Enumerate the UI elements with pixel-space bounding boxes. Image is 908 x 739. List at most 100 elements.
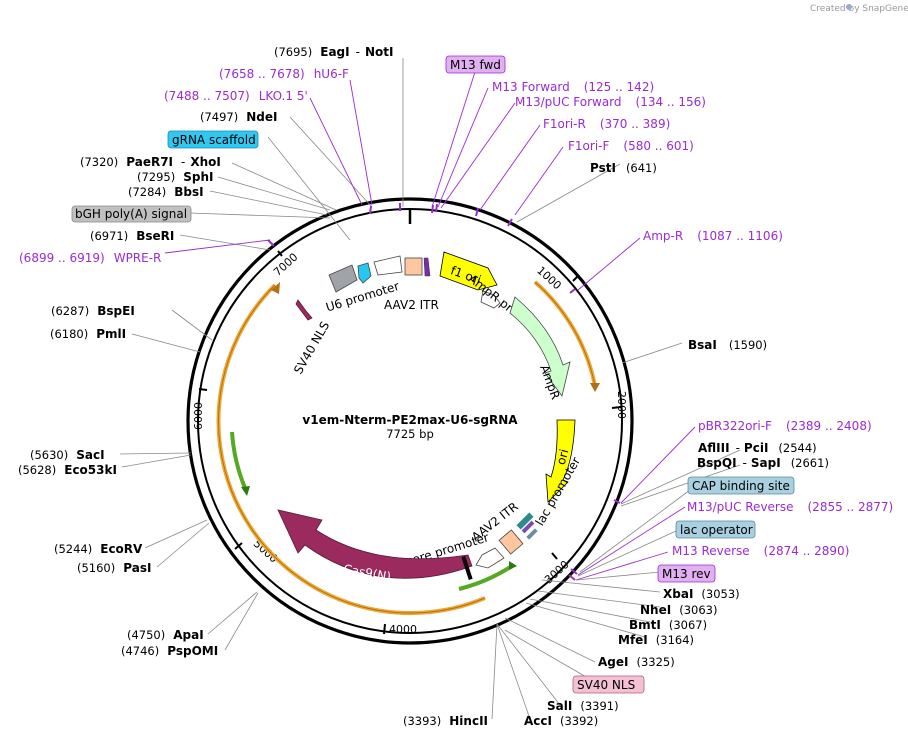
green-arc-left bbox=[230, 431, 247, 489]
psti-site: PstI(641) bbox=[590, 161, 657, 175]
f1ori-f-primer: F1ori-F(580 .. 601) bbox=[568, 139, 694, 153]
nhei-site: NheI(3063) bbox=[640, 603, 717, 617]
pspomi-site: (4746)PspOMI bbox=[121, 644, 218, 658]
sv40-nls-label: SV40 NLS bbox=[291, 319, 332, 376]
cas9-feature bbox=[277, 509, 473, 579]
lac-operator-mark bbox=[521, 520, 535, 534]
lac-operator-box: lac operator bbox=[675, 520, 756, 539]
orange-arc-left-arrow bbox=[271, 282, 280, 294]
eagi-site: (7695)EagI-NotI bbox=[274, 45, 393, 59]
wpre-primer: (6899 .. 6919)WPRE-R bbox=[19, 251, 161, 265]
u6-promoter-feature bbox=[373, 255, 403, 276]
orange-arc-right-core bbox=[534, 281, 596, 387]
eco53ki-site: (5628)Eco53kI bbox=[18, 463, 117, 477]
ori-label: ori bbox=[554, 448, 572, 467]
xbai-site: XbaI(3053) bbox=[663, 587, 740, 601]
grna-scaffold-box: gRNA scaffold bbox=[167, 130, 259, 149]
bgh-feature bbox=[328, 264, 358, 293]
tick-5000 bbox=[234, 542, 243, 550]
top-purple-feature bbox=[423, 257, 431, 277]
primer-marks bbox=[267, 203, 621, 581]
ori-feature bbox=[545, 419, 576, 503]
tick-label-1000: 1000 bbox=[534, 264, 564, 292]
tick-3000 bbox=[551, 552, 558, 560]
ampr-promoter-feature bbox=[480, 290, 501, 309]
bspqi-sapi-site: BspQI-SapI(2661) bbox=[697, 456, 829, 470]
paer7i-site: (7320)PaeR7I-XhoI bbox=[80, 155, 221, 169]
tick-label-4000: 4000 bbox=[389, 623, 417, 636]
amp-r-primer: Amp-R(1087 .. 1106) bbox=[643, 229, 783, 243]
ampr-feature bbox=[509, 296, 571, 397]
cap-site-mark bbox=[526, 528, 538, 540]
bgh-polya-box: bGH poly(A) signal bbox=[71, 205, 192, 223]
m13puc-forward-primer: M13/pUC Forward(134 .. 156) bbox=[515, 95, 706, 109]
agei-site: AgeI(3325) bbox=[598, 655, 675, 669]
f1ori-r-primer: F1ori-R(370 .. 389) bbox=[543, 117, 670, 131]
saci-site: (5630)SacI bbox=[30, 448, 105, 462]
orange-arc-left-core bbox=[217, 284, 486, 614]
green-arc-bottom-arrow bbox=[509, 561, 517, 570]
grna-scaffold-feature bbox=[357, 262, 372, 284]
aav2-itr-top-label: AAV2 ITR bbox=[384, 298, 439, 312]
f1-ori-feature bbox=[439, 251, 498, 291]
bmti-site: BmtI(3067) bbox=[629, 618, 707, 632]
acci-site: AccI(3392) bbox=[524, 714, 598, 728]
plasmid-size: 7725 bp bbox=[386, 427, 434, 441]
aav2-itr-top-feature bbox=[404, 257, 423, 276]
bspei-site: (6287)BspEI bbox=[51, 304, 135, 318]
tick-label-7000: 7000 bbox=[271, 250, 301, 278]
svg-text:CAP binding site: CAP binding site bbox=[692, 479, 790, 493]
sv40-nls-feature bbox=[295, 299, 313, 321]
tick-4000 bbox=[383, 623, 386, 635]
tick-6000 bbox=[198, 388, 208, 391]
lac-promoter-mark bbox=[516, 512, 534, 530]
sv40-nls-box: SV40 NLS bbox=[572, 675, 645, 694]
tick-label-2000: 2000 bbox=[615, 391, 628, 419]
plasmid-name: v1em-Nterm-PE2max-U6-sgRNA bbox=[302, 413, 518, 427]
scale-ticks bbox=[198, 250, 622, 635]
orange-arc-right-arrow bbox=[590, 383, 600, 392]
hincii-site: (3393)HincII bbox=[403, 714, 488, 728]
tick-label-6000: 6000 bbox=[192, 402, 205, 430]
pmli-site: (6180)PmlI bbox=[50, 327, 126, 341]
svg-text:SV40 NLS: SV40 NLS bbox=[577, 678, 635, 692]
tick-1000 bbox=[572, 275, 579, 282]
svg-text:M13 rev: M13 rev bbox=[662, 567, 711, 581]
m13-reverse-primer: M13 Reverse(2874 .. 2890) bbox=[672, 544, 849, 558]
pbr322ori-f-primer: pBR322ori-F(2389 .. 2408) bbox=[698, 419, 872, 433]
sphi-site: (7295)SphI bbox=[137, 170, 214, 184]
leader-lines bbox=[119, 58, 741, 720]
lko-primer: (7488 .. 7507)LKO.1 5' bbox=[164, 89, 308, 103]
hu6f-primer: (7658 .. 7678)hU6-F bbox=[219, 67, 349, 81]
apai-site: (4750)ApaI bbox=[127, 628, 204, 642]
svg-text:lac operator: lac operator bbox=[680, 523, 753, 537]
m13-fwd-box: M13 fwd bbox=[445, 55, 506, 74]
svg-text:bGH poly(A) signal: bGH poly(A) signal bbox=[75, 207, 187, 221]
backbone-outer-ring bbox=[186, 197, 634, 645]
lac-operon-marks bbox=[516, 512, 538, 540]
tick-7000 bbox=[277, 250, 283, 257]
ef1a-promoter-feature bbox=[475, 547, 505, 569]
tick-2000 bbox=[611, 406, 622, 409]
m13-rev-box: M13 rev bbox=[657, 564, 716, 583]
snapgene-logo-icon bbox=[846, 4, 852, 10]
cap-binding-site-box: CAP binding site bbox=[687, 476, 795, 495]
primer-leader-lines bbox=[164, 71, 696, 581]
tick-label-5000: 5000 bbox=[251, 537, 281, 565]
bsai-site: BsaI(1590) bbox=[688, 338, 767, 352]
m13puc-reverse-primer: M13/pUC Reverse(2855 .. 2877) bbox=[687, 500, 893, 514]
pasi-site: (5160)PasI bbox=[77, 561, 151, 575]
aav2-itr-right-feature bbox=[498, 529, 524, 555]
afliii-pcii-site: AflIII-PciI(2544) bbox=[698, 441, 817, 455]
mfei-site: MfeI(3164) bbox=[618, 633, 694, 647]
ecorv-site: (5244)EcoRV bbox=[54, 542, 143, 556]
bseri-site: (6971)BseRI bbox=[90, 229, 174, 243]
sali-site: SalI(3391) bbox=[547, 699, 619, 713]
bbsi-site: (7284)BbsI bbox=[128, 185, 204, 199]
snapgene-credit: Created by SnapGene bbox=[810, 4, 908, 14]
cas9-end-mark bbox=[461, 555, 473, 581]
svg-text:M13 fwd: M13 fwd bbox=[450, 58, 501, 72]
m13-forward-primer: M13 Forward(125 .. 142) bbox=[492, 80, 654, 94]
green-arc-left-arrow bbox=[241, 486, 250, 496]
